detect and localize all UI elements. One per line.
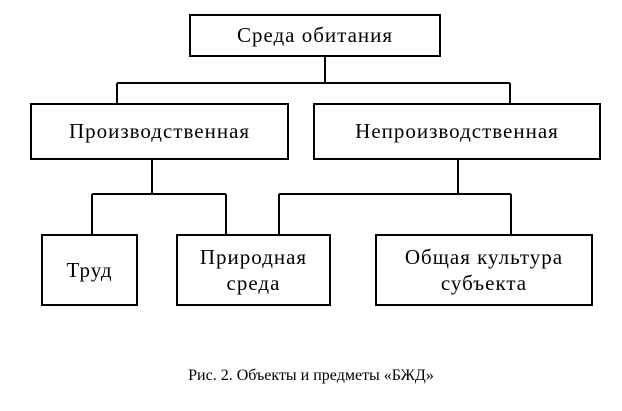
node-natural-environment: Природная среда	[176, 234, 331, 306]
node-general-culture-label: Общая культура субъекта	[404, 244, 564, 295]
node-natural-environment-label: Природная среда	[199, 244, 308, 295]
node-habitat: Среда обитания	[189, 14, 441, 57]
node-non-production-label: Непроизводственная	[355, 119, 559, 144]
node-production-label: Производственная	[68, 119, 251, 144]
figure-caption: Рис. 2. Объекты и предметы «БЖД»	[188, 367, 434, 384]
node-labor: Труд	[41, 234, 138, 306]
node-non-production: Непроизводственная	[313, 103, 601, 160]
node-labor-label: Труд	[66, 257, 113, 282]
node-general-culture: Общая культура субъекта	[375, 234, 593, 306]
node-habitat-label: Среда обитания	[236, 23, 394, 48]
node-production: Производственная	[30, 103, 289, 160]
